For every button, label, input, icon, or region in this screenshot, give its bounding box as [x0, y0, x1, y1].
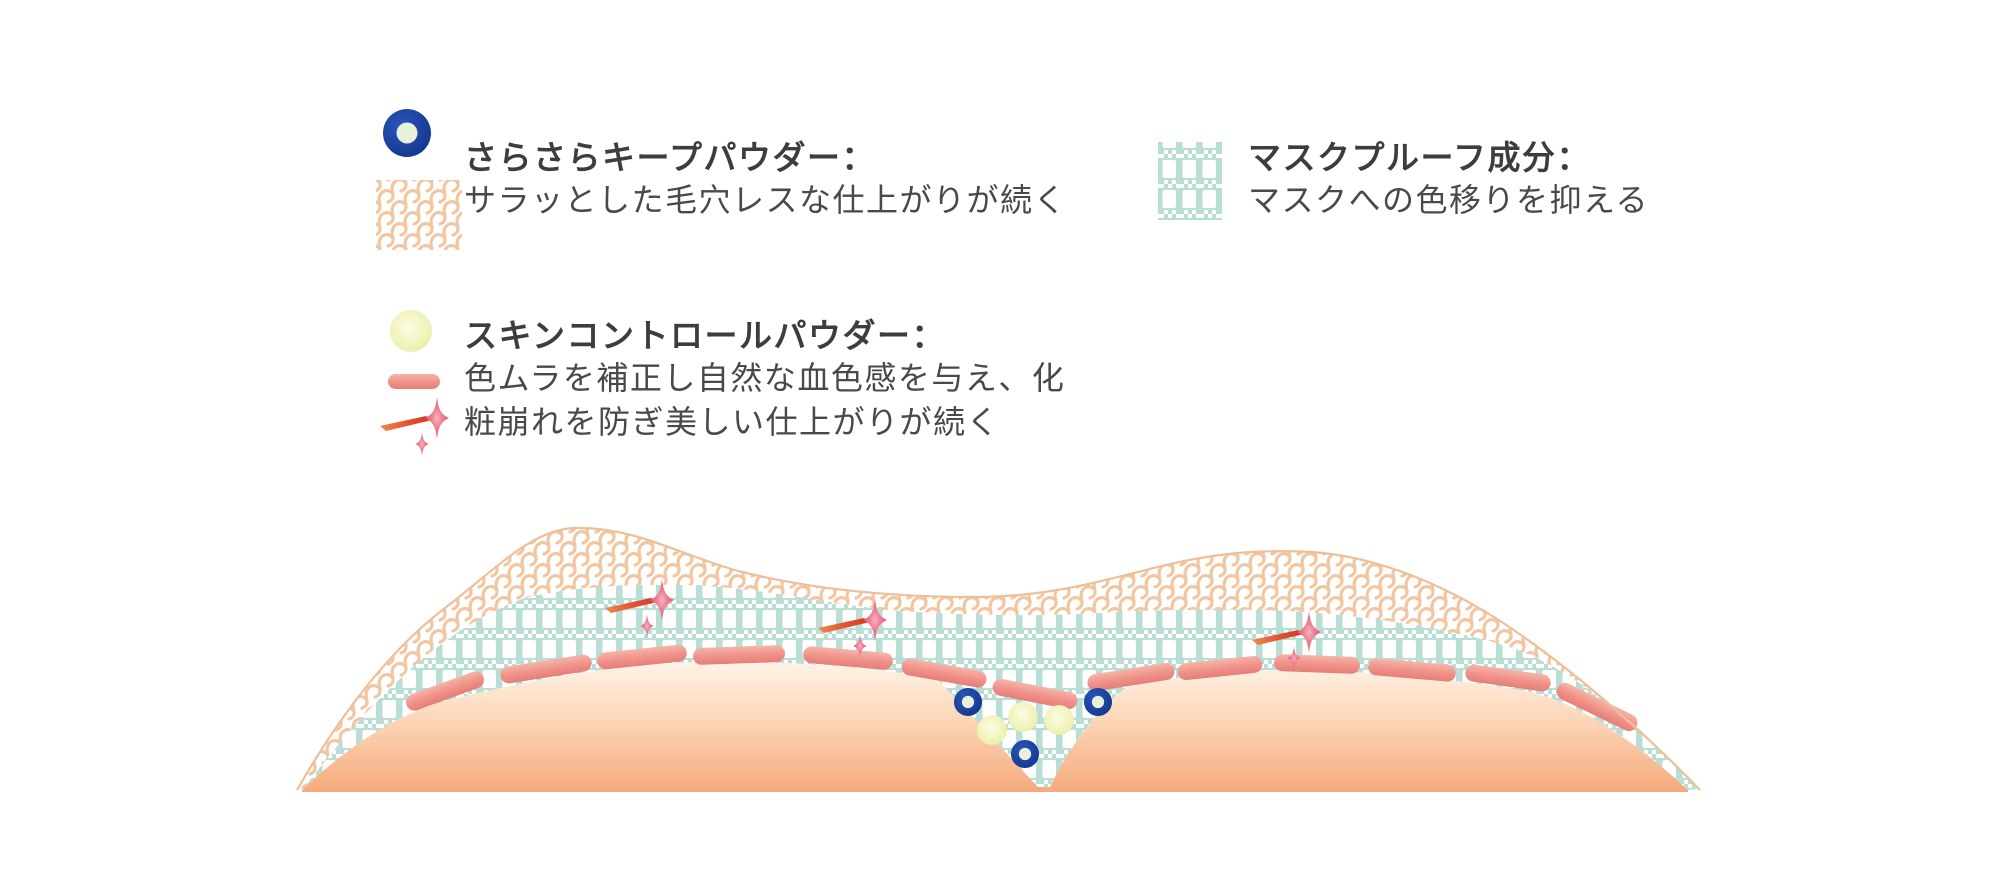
peach-mesh-swatch-icon — [376, 180, 462, 250]
teal-weave-swatch-icon — [1158, 142, 1222, 220]
yellow-powder-particle-icon — [390, 310, 432, 352]
legend-skin-control-title: スキンコントロールパウダー： — [464, 317, 947, 354]
blue-powder-particle — [1083, 687, 1113, 717]
legend-mask-proof-title: マスクプルーフ成分： — [1248, 139, 1592, 176]
blue-powder-particle-icon — [383, 109, 431, 157]
legend-keep-powder-description: サラッとした毛穴レスな仕上がりが続く — [464, 182, 1068, 218]
blue-powder-particle — [953, 687, 983, 717]
outer-contour-line — [296, 526, 1701, 791]
keep-powder-mesh-layer — [297, 527, 1700, 790]
yellow-powder-particle — [977, 715, 1007, 745]
blue-powder-particle — [1010, 739, 1040, 769]
legend-skin-control-description-line2: 粧崩れを防ぎ美しい仕上がりが続く — [464, 404, 1001, 440]
sparkle-arrow-icon — [380, 397, 449, 456]
yellow-powder-particle — [1044, 705, 1074, 735]
yellow-powder-particle — [1008, 702, 1038, 732]
skin-body — [302, 661, 1688, 792]
pink-pigment-bar-icon — [388, 374, 440, 389]
legend-keep-powder-title: さらさらキープパウダー： — [464, 139, 877, 176]
pink-pigment-bars — [405, 644, 1638, 732]
legend-skin-control-description-line1: 色ムラを補正し自然な血色感を与え、化 — [464, 360, 1066, 396]
legend-mask-proof-description: マスクへの色移りを抑える — [1248, 182, 1650, 218]
